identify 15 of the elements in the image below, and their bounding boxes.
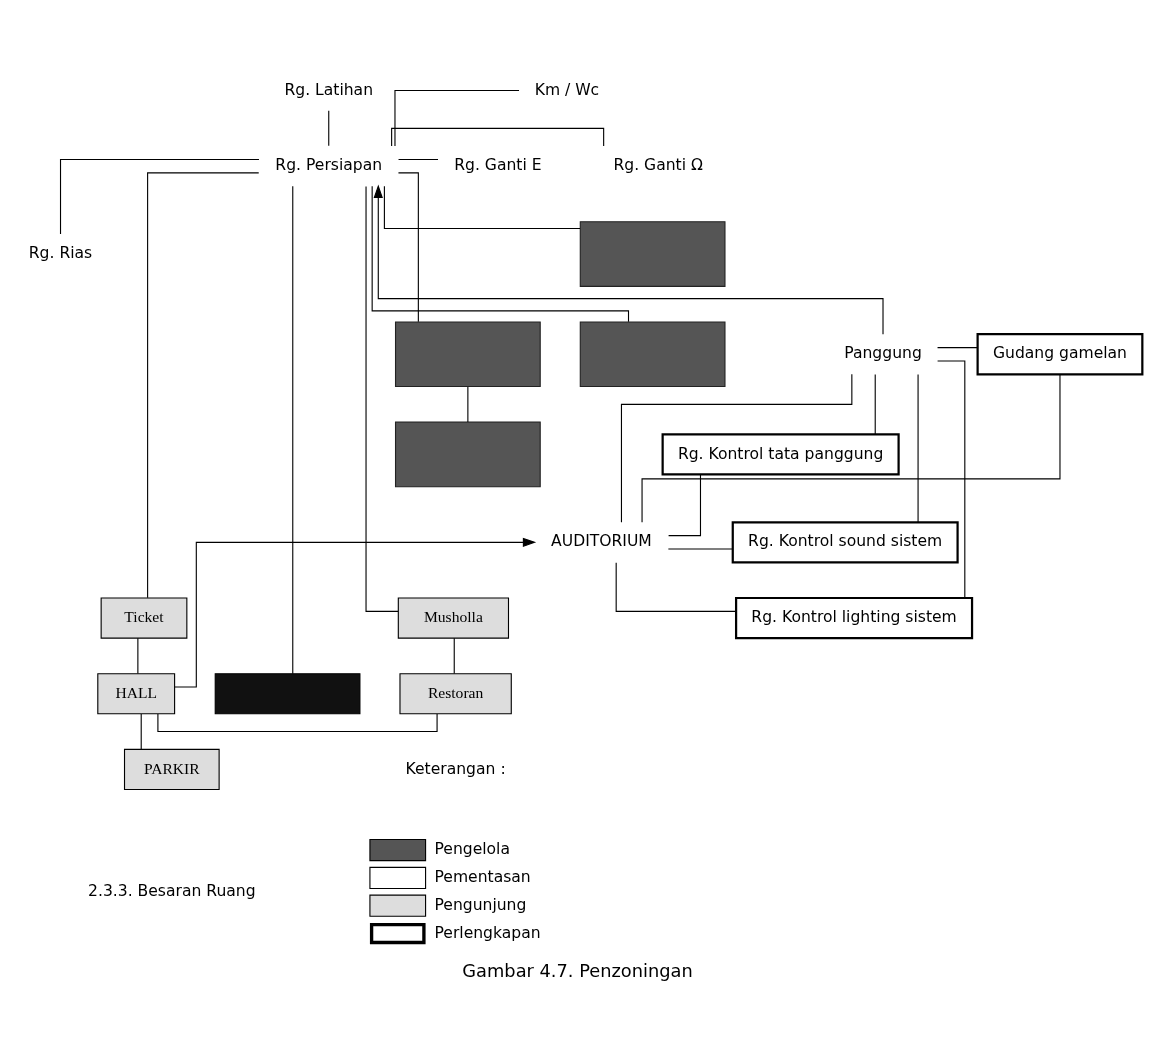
legend-label: Pengunjung [434,895,527,914]
node-text: Rg. Ganti Ω [613,156,703,175]
node-text: Rg. Latihan [284,80,374,99]
label: 2.3.3. Besaran Ruang [88,881,256,900]
label: Keterangan : [405,759,506,778]
node-text: Rg. Ganti E [454,156,542,175]
node-text: Panggung [844,344,922,363]
caption: Gambar 4.7. Penzoningan [462,960,693,982]
node-text: Rg. Rias [28,244,93,263]
legend-label: Perlengkapan [434,923,541,942]
node-text: AUDITORIUM [551,532,652,551]
node-text: Km / Wc [534,80,600,99]
node-text: Rg. Persiapan [275,156,383,175]
legend-label: Pengelola [434,840,510,859]
legend-label: Pementasan [434,868,531,887]
